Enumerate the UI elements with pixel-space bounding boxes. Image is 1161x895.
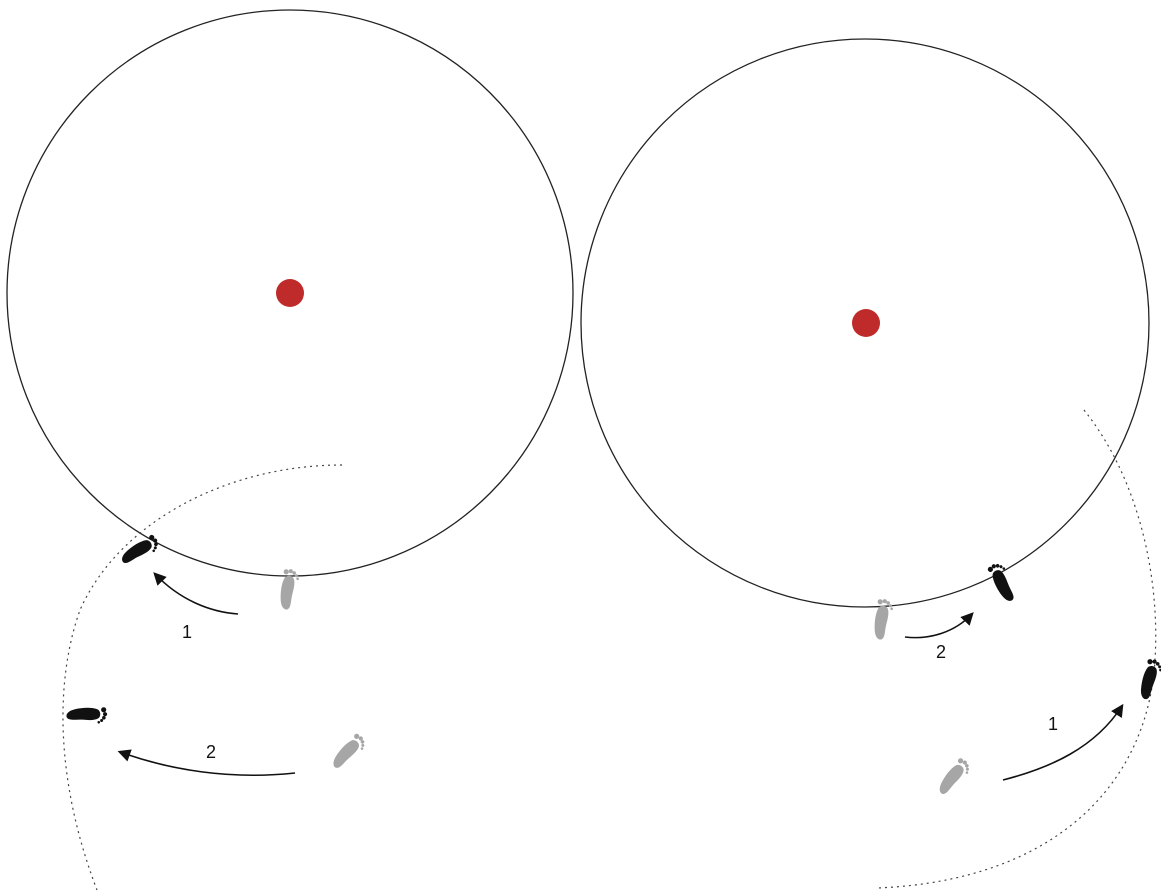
footprint-icon [873, 598, 894, 641]
right-circle [580, 38, 1150, 608]
arrow-icon [904, 612, 974, 639]
footprint-icon [936, 756, 974, 800]
arrow-label: 2 [936, 642, 946, 662]
footprint-icon [1138, 657, 1161, 702]
right-center-point [852, 309, 880, 337]
arrow-label: 1 [182, 622, 192, 642]
left-center-point [276, 279, 304, 307]
arrow-icon [153, 572, 239, 615]
footprint-icon [118, 532, 162, 570]
arrow-label: 2 [206, 742, 216, 762]
left-panel: 1 2 [6, 9, 574, 891]
right-dotted-path [877, 409, 1157, 889]
footprint-icon [985, 560, 1021, 604]
arrow-label: 1 [1048, 714, 1058, 734]
footprint-icon [329, 731, 369, 774]
left-dotted-path [62, 464, 343, 891]
footprint-icon [279, 568, 300, 611]
right-panel: 2 1 [580, 38, 1161, 889]
arrow-icon [1002, 703, 1124, 781]
footprint-icon [65, 705, 108, 727]
arrow-icon [117, 749, 296, 777]
